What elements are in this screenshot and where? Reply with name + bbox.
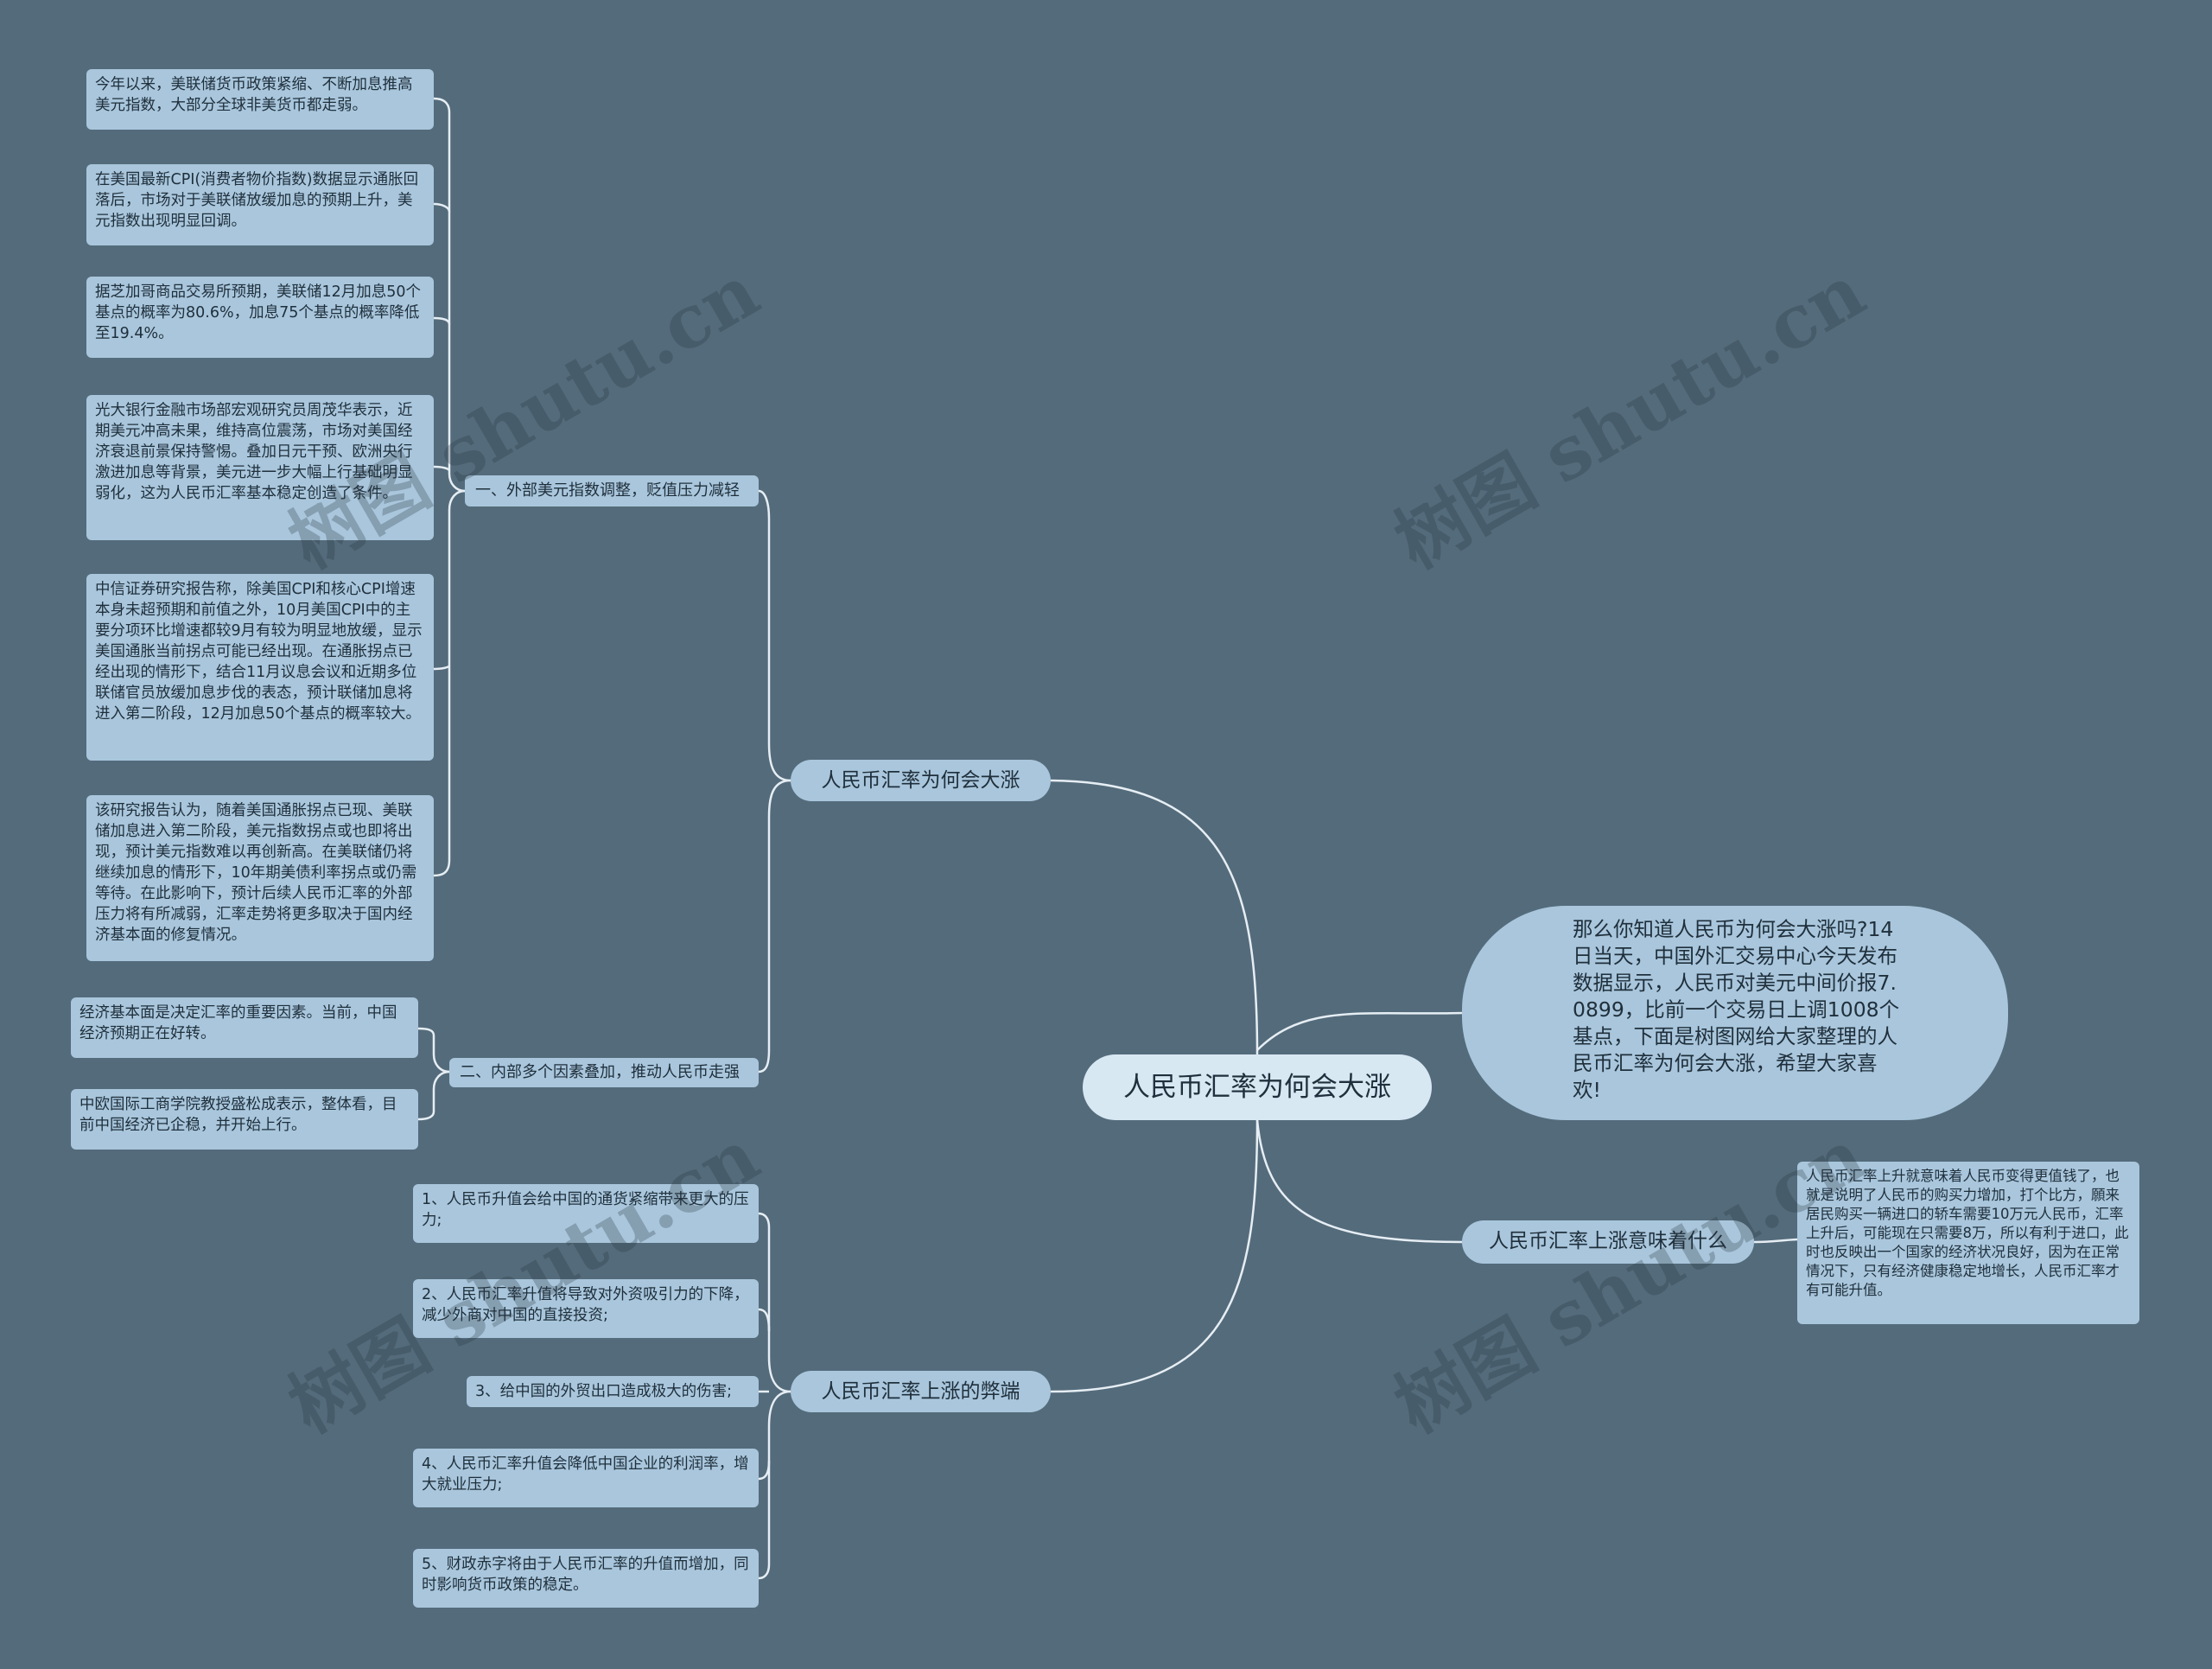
leaf-text: 经济基本面是决定汇率的重要因素。当前，中国经济预期正在好转。	[79, 1004, 397, 1042]
branch-reason[interactable]: 人民币汇率为何会大涨	[791, 760, 1051, 801]
leaf-text: 人民币汇率上升就意味着人民币变得更值钱了，也就是说明了人民币的购买力增加，打个比…	[1806, 1168, 2129, 1298]
link-harm-spine-low	[758, 1390, 791, 1580]
sub-internal-factors[interactable]: 二、内部多个因素叠加，推动人民币走强	[449, 1058, 759, 1087]
leaf-harm-4[interactable]: 4、人民币汇率升值会降低中国企业的利润率，增大就业压力;	[413, 1449, 759, 1507]
intro-node[interactable]: 那么你知道人民币为何会大涨吗?14日当天，中国外汇交易中心今天发布数据显示，人民…	[1462, 906, 2008, 1120]
leaf-external-3[interactable]: 据芝加哥商品交易所预期，美联储12月加息50个基点的概率为80.6%，加息75个…	[86, 277, 434, 358]
leaf-internal-2[interactable]: 中欧国际工商学院教授盛松成表示，整体看，目前中国经济已企稳，并开始上行。	[71, 1089, 418, 1150]
leaf-external-4[interactable]: 光大银行金融市场部宏观研究员周茂华表示，近期美元冲高未果，维持高位震荡，市场对美…	[86, 395, 434, 540]
leaf-text: 2、人民币汇率升值将导致对外资吸引力的下降，减少外商对中国的直接投资;	[422, 1286, 749, 1324]
link-root-intro	[1256, 1011, 1463, 1051]
leaf-text: 中信证券研究报告称，除美国CPI和核心CPI增速本身未超预期和前值之外，10月美…	[95, 581, 423, 723]
link-harm-spine	[758, 1212, 791, 1393]
branch-harm[interactable]: 人民币汇率上涨的弊端	[791, 1371, 1051, 1412]
branch-harm-label: 人民币汇率上涨的弊端	[821, 1380, 1020, 1403]
leaf-meaning[interactable]: 人民币汇率上升就意味着人民币变得更值钱了，也就是说明了人民币的购买力增加，打个比…	[1797, 1162, 2139, 1324]
leaf-harm-5[interactable]: 5、财政赤字将由于人民币汇率的升值而增加，同时影响货币政策的稳定。	[413, 1549, 759, 1608]
branch-meaning[interactable]: 人民币汇率上涨意味着什么	[1462, 1220, 1754, 1264]
branch-meaning-label: 人民币汇率上涨意味着什么	[1489, 1230, 1727, 1252]
leaf-external-6[interactable]: 该研究报告认为，随着美国通胀拐点已现、美联储加息进入第二阶段，美元指数拐点或也即…	[86, 795, 434, 961]
link-reason-sub2	[758, 779, 791, 1073]
link-reason-sub1	[758, 489, 791, 782]
link-sub1-spine-low	[433, 489, 466, 877]
link-sub2-spine	[417, 1027, 450, 1073]
link-harm-item4	[758, 1460, 771, 1481]
sub-external-factors[interactable]: 一、外部美元指数调整，贬值压力减轻	[465, 475, 759, 506]
leaf-text: 3、给中国的外贸出口造成极大的伤害;	[475, 1383, 733, 1400]
leaf-text: 据芝加哥商品交易所预期，美联储12月加息50个基点的概率为80.6%，加息75个…	[95, 283, 422, 342]
leaf-text: 1、人民币升值会给中国的通货紧缩带来更大的压力;	[422, 1191, 749, 1229]
link-sub1-leaf4	[433, 465, 451, 472]
leaf-harm-1[interactable]: 1、人民币升值会给中国的通货紧缩带来更大的压力;	[413, 1184, 759, 1243]
leaf-text: 光大银行金融市场部宏观研究员周茂华表示，近期美元冲高未果，维持高位震荡，市场对美…	[95, 402, 413, 502]
leaf-text: 4、人民币汇率升值会降低中国企业的利润率，增大就业压力;	[422, 1456, 749, 1494]
sub-internal-label: 二、内部多个因素叠加，推动人民币走强	[460, 1063, 740, 1081]
leaf-text: 5、财政赤字将由于人民币汇率的升值而增加，同时影响货币政策的稳定。	[422, 1556, 749, 1594]
leaf-external-5[interactable]: 中信证券研究报告称，除美国CPI和核心CPI增速本身未超预期和前值之外，10月美…	[86, 574, 434, 761]
link-root-harm	[1050, 1119, 1259, 1393]
link-sub1-leaf3	[433, 316, 451, 325]
link-sub2-spine-low	[417, 1070, 450, 1121]
leaf-text: 在美国最新CPI(消费者物价指数)数据显示通胀回落后，市场对于美联储放缓加息的预…	[95, 171, 419, 230]
leaf-external-1[interactable]: 今年以来，美联储货币政策紧缩、不断加息推高美元指数，大部分全球非美货币都走弱。	[86, 69, 434, 130]
branch-reason-label: 人民币汇率为何会大涨	[821, 769, 1020, 792]
root-title: 人民币汇率为何会大涨	[1123, 1072, 1391, 1103]
leaf-text: 今年以来，美联储货币政策紧缩、不断加息推高美元指数，大部分全球非美货币都走弱。	[95, 76, 413, 114]
link-root-reason	[1050, 779, 1259, 1055]
leaf-harm-3[interactable]: 3、给中国的外贸出口造成极大的伤害;	[467, 1376, 759, 1407]
sub-external-label: 一、外部美元指数调整，贬值压力减轻	[475, 481, 740, 500]
leaf-harm-2[interactable]: 2、人民币汇率升值将导致对外资吸引力的下降，减少外商对中国的直接投资;	[413, 1279, 759, 1338]
link-sub1-leaf5	[433, 665, 451, 671]
intro-text: 那么你知道人民币为何会大涨吗?14日当天，中国外汇交易中心今天发布数据显示，人民…	[1573, 917, 1900, 1102]
leaf-text: 该研究报告认为，随着美国通胀拐点已现、美联储加息进入第二阶段，美元指数拐点或也即…	[95, 802, 417, 944]
leaf-text: 中欧国际工商学院教授盛松成表示，整体看，目前中国经济已企稳，并开始上行。	[79, 1096, 397, 1134]
leaf-internal-1[interactable]: 经济基本面是决定汇率的重要因素。当前，中国经济预期正在好转。	[71, 997, 418, 1058]
link-sub1-spine	[433, 97, 466, 493]
link-harm-item2	[758, 1308, 771, 1332]
link-meaning-text	[1753, 1238, 1798, 1244]
leaf-external-2[interactable]: 在美国最新CPI(消费者物价指数)数据显示通胀回落后，市场对于美联储放缓加息的预…	[86, 164, 434, 245]
link-sub1-leaf2	[433, 202, 451, 213]
link-root-meaning	[1255, 1119, 1463, 1244]
root-node[interactable]: 人民币汇率为何会大涨	[1083, 1054, 1432, 1120]
